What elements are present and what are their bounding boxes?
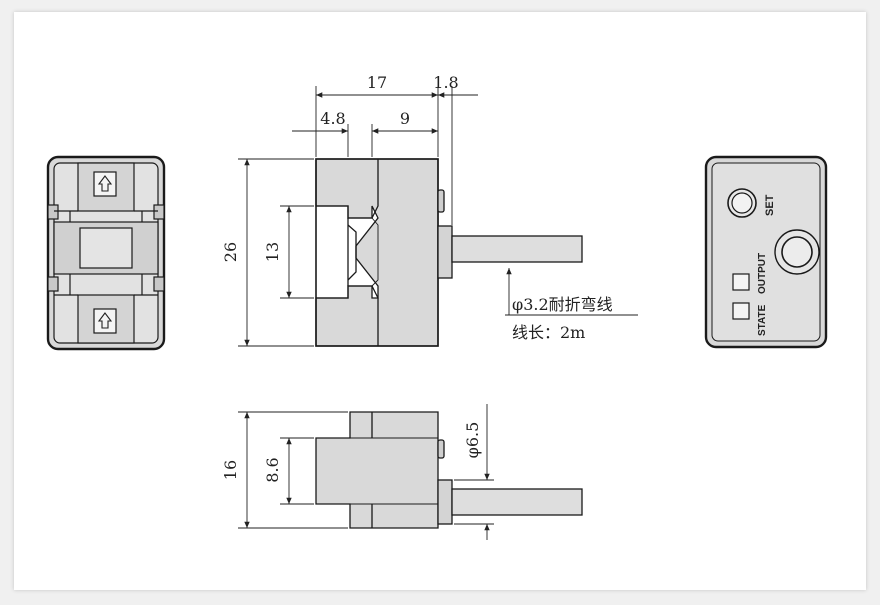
left-view-top-block [77,162,135,212]
dim-13: 13 [263,242,282,262]
output-label: OUTPUT [757,253,768,294]
cable [451,235,583,263]
output-indicator [732,273,750,291]
dim-26: 26 [221,242,240,262]
dim-8-6: 8.6 [263,457,282,482]
side-view-body [315,158,439,347]
arrow-up-icon [93,308,117,334]
bottom-view-dimensions [238,404,494,540]
dim-16: 16 [221,460,240,480]
set-label: SET [764,194,776,216]
bottom-cable-gland [437,479,453,525]
bottom-view-bump [437,439,445,459]
state-indicator [732,302,750,320]
notch [47,204,59,220]
bottom-view [315,411,583,529]
left-view [46,155,166,351]
side-view-bump [437,189,445,213]
dim-1-8: 1.8 [433,73,458,92]
dim-9: 9 [400,109,410,128]
cable-gland [437,225,453,279]
notch [153,204,165,220]
dim-4-8: 4.8 [320,109,345,128]
cable-note: φ3.2耐折弯线 [512,295,613,314]
side-view [315,158,583,347]
side-view-dimensions [238,86,638,347]
bottom-view-body [315,411,439,529]
dim-17: 17 [367,73,387,92]
dim-diameter-6-5: φ6.5 [463,422,482,459]
panel-view [704,155,828,349]
length-note: 线长：2m [512,323,585,342]
arrow-up-icon [93,171,117,197]
bottom-cable [451,488,583,516]
notch [153,276,165,292]
left-view-clip-center [79,227,133,269]
notch [47,276,59,292]
state-label: STATE [757,304,768,336]
